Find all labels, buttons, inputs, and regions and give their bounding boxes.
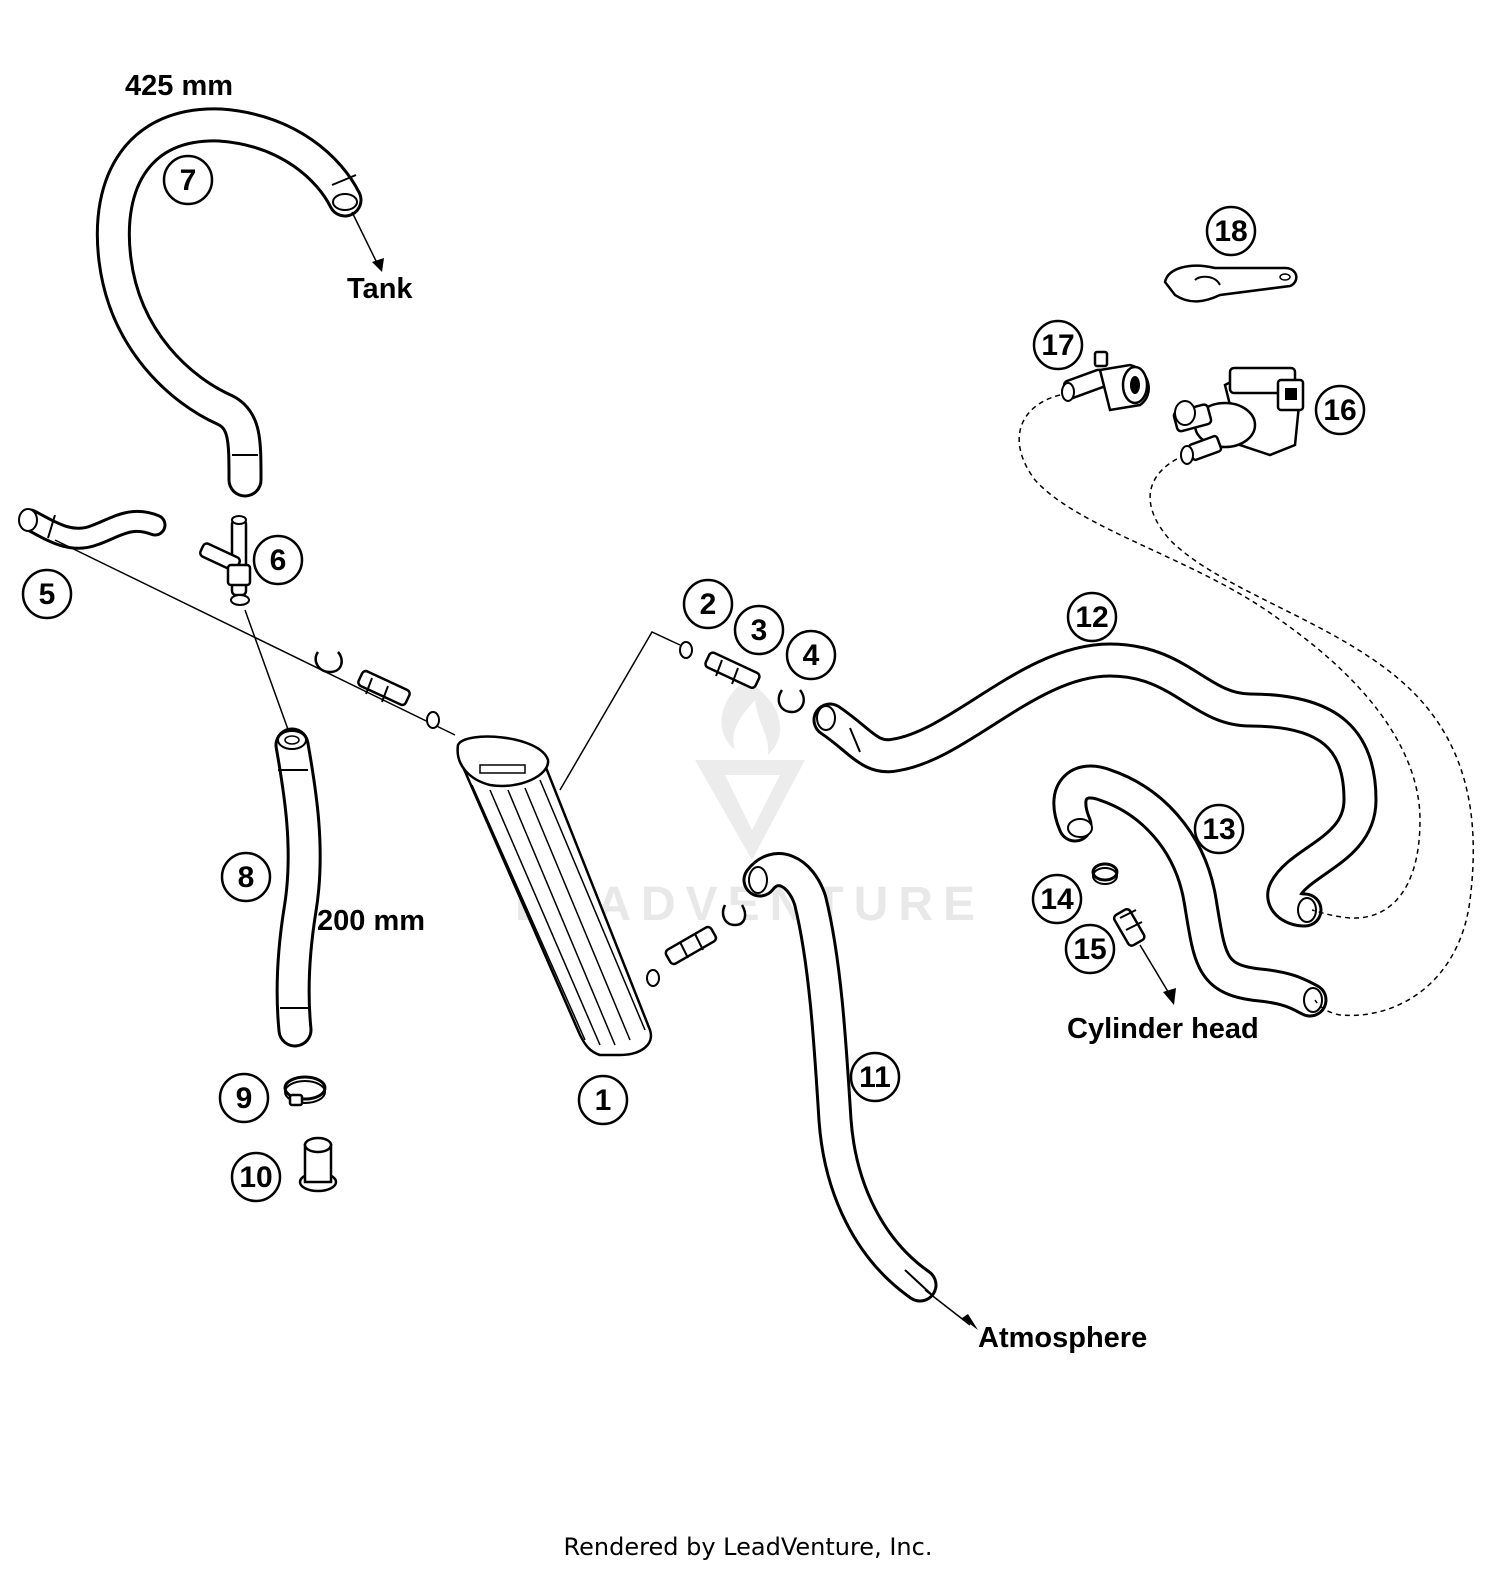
nipple-3 xyxy=(704,651,761,690)
nipple-lower xyxy=(664,925,718,966)
callout-12: 12 xyxy=(1066,591,1118,643)
label-cylinder-head: Cylinder head xyxy=(1067,1013,1259,1045)
callout-number: 1 xyxy=(595,1084,612,1117)
callout-number: 10 xyxy=(239,1161,272,1194)
atmosphere-arrow xyxy=(924,1289,971,1326)
callout-number: 3 xyxy=(751,614,768,647)
hose-5 xyxy=(18,508,167,550)
callout-number: 7 xyxy=(180,164,197,197)
callout-4: 4 xyxy=(785,629,837,681)
cap-10 xyxy=(298,1136,338,1193)
tee-fitting-6 xyxy=(198,515,252,606)
callout-8: 8 xyxy=(220,851,272,903)
callout-11: 11 xyxy=(849,1051,901,1103)
callout-number: 5 xyxy=(39,578,56,611)
tank-arrowhead xyxy=(372,258,384,272)
callout-number: 2 xyxy=(700,588,717,621)
clamp-left xyxy=(314,651,343,674)
callout-13: 13 xyxy=(1193,803,1245,855)
callout-18: 18 xyxy=(1205,205,1257,257)
washer-2 xyxy=(679,641,693,659)
valve-16 xyxy=(1172,366,1305,465)
route-16 xyxy=(1149,454,1475,1017)
label-hose7-length: 425 mm xyxy=(125,70,233,102)
washer-lower xyxy=(646,969,660,987)
callout-circle xyxy=(785,629,837,681)
callout-circle xyxy=(849,1051,901,1103)
clamp-9 xyxy=(283,1075,327,1107)
callout-circle xyxy=(220,851,272,903)
callout-number: 6 xyxy=(270,544,287,577)
callout-7: 7 xyxy=(162,154,214,206)
label-atmosphere: Atmosphere xyxy=(978,1322,1147,1354)
callout-circle xyxy=(733,604,785,656)
callout-circle xyxy=(218,1072,270,1124)
atmosphere-arrowhead xyxy=(962,1314,978,1330)
callout-circle xyxy=(1205,205,1257,257)
callout-17: 17 xyxy=(1032,319,1084,371)
hose-12 xyxy=(812,642,1378,928)
callout-circle xyxy=(252,534,304,586)
footer-credit: Rendered by LeadVenture, Inc. xyxy=(564,1533,933,1561)
callout-number: 17 xyxy=(1041,329,1074,362)
callout-1: 1 xyxy=(577,1074,629,1126)
callout-15: 15 xyxy=(1064,923,1116,975)
callout-number: 18 xyxy=(1214,215,1247,248)
assembly-line-8 xyxy=(244,609,291,736)
clamp-4 xyxy=(777,689,805,714)
label-tank: Tank xyxy=(347,273,413,305)
label-hose8-length: 200 mm xyxy=(317,905,425,937)
callout-10: 10 xyxy=(230,1151,282,1203)
callout-number: 16 xyxy=(1323,394,1356,427)
cylinder-head-arrow xyxy=(1139,944,1171,996)
callout-circle xyxy=(577,1074,629,1126)
callout-number: 8 xyxy=(238,861,255,894)
callout-number: 14 xyxy=(1040,883,1074,916)
callout-circle xyxy=(1032,319,1084,371)
clamp-14 xyxy=(1091,862,1119,885)
callout-circle xyxy=(230,1151,282,1203)
callout-circle xyxy=(21,568,73,620)
callout-5: 5 xyxy=(21,568,73,620)
callout-2: 2 xyxy=(682,578,734,630)
nipple-15 xyxy=(1112,907,1146,947)
canister-leader xyxy=(559,631,681,791)
clamp-lower xyxy=(721,904,747,927)
callout-circle xyxy=(682,578,734,630)
hose-8 xyxy=(274,727,322,1048)
cylinder-head-arrowhead xyxy=(1163,988,1176,1005)
hose-13 xyxy=(1052,764,1328,1018)
callout-number: 11 xyxy=(859,1061,891,1094)
callout-9: 9 xyxy=(218,1072,270,1124)
callout-circle xyxy=(1066,591,1118,643)
callout-14: 14 xyxy=(1031,873,1083,925)
washer-left xyxy=(426,711,440,729)
hose-11 xyxy=(742,852,938,1303)
callout-number: 15 xyxy=(1073,933,1106,966)
callout-circle xyxy=(1193,803,1245,855)
hose-7 xyxy=(95,107,363,498)
valve-17 xyxy=(1061,350,1150,412)
callout-circle xyxy=(1314,384,1366,436)
callout-number: 12 xyxy=(1075,601,1108,634)
callout-number: 9 xyxy=(236,1082,253,1115)
callout-circle xyxy=(1031,873,1083,925)
tank-arrow xyxy=(351,211,379,266)
callout-number: 4 xyxy=(803,639,820,672)
bracket-18 xyxy=(1163,264,1298,303)
nipple-left xyxy=(357,669,411,707)
route-17 xyxy=(1018,394,1421,919)
callout-3: 3 xyxy=(733,604,785,656)
canister-1 xyxy=(456,735,653,1057)
callout-circle xyxy=(162,154,214,206)
callout-circle xyxy=(1064,923,1116,975)
callout-6: 6 xyxy=(252,534,304,586)
callout-16: 16 xyxy=(1314,384,1366,436)
callout-number: 13 xyxy=(1202,813,1235,846)
